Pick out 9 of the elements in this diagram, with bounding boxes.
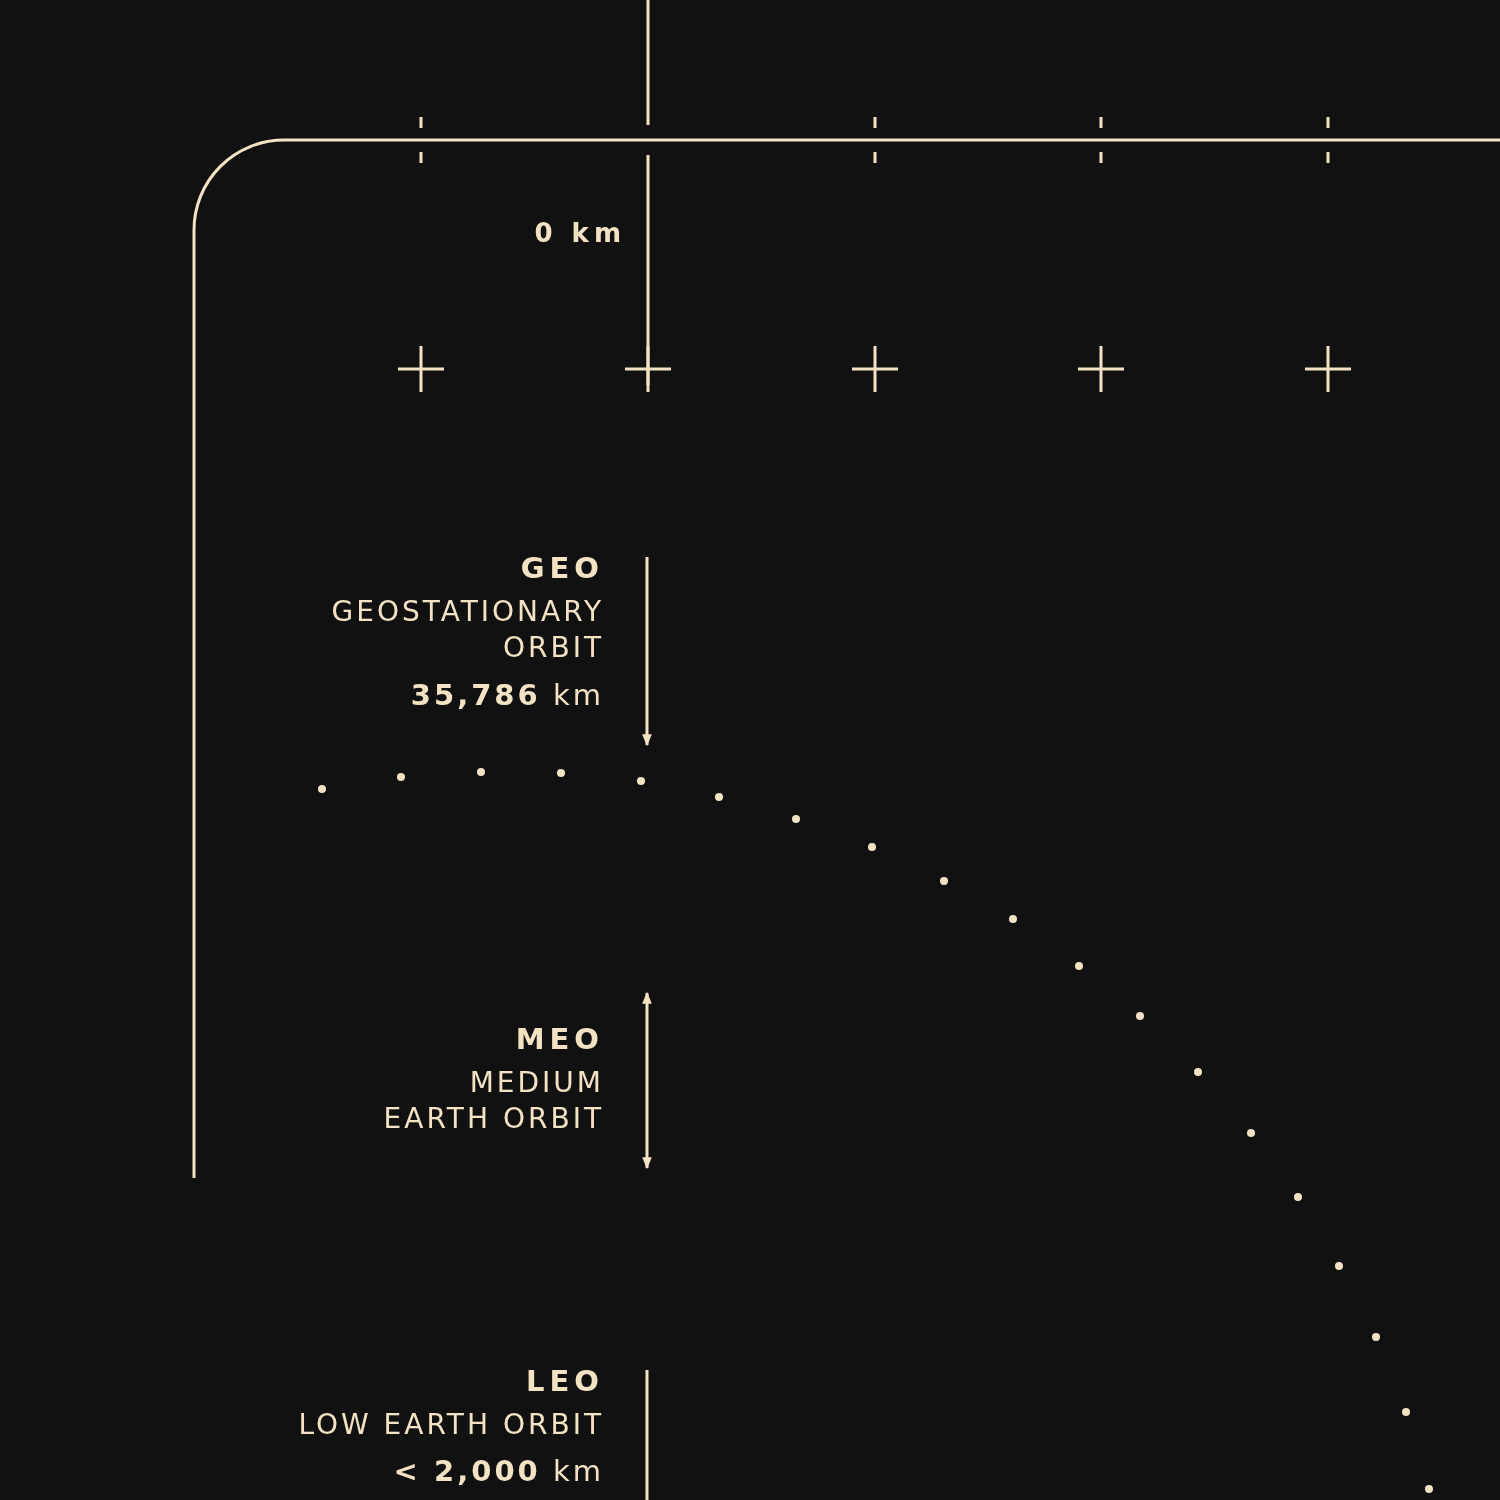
orbit-abbreviation: GEO	[519, 550, 604, 586]
orbit-name: LOW EARTH ORBIT	[297, 1407, 604, 1443]
orbit-abbreviation: LEO	[525, 1363, 604, 1399]
altitude-label: < 2,000 km	[392, 1453, 604, 1489]
orbit-name: GEOSTATIONARY ORBIT	[331, 594, 604, 666]
scale-label: 0 km	[533, 217, 626, 250]
altitude-label: 35,786 km	[409, 677, 604, 713]
orbit-abbreviation: MEO	[514, 1021, 604, 1057]
orbit-name: MEDIUM EARTH ORBIT	[382, 1065, 604, 1137]
